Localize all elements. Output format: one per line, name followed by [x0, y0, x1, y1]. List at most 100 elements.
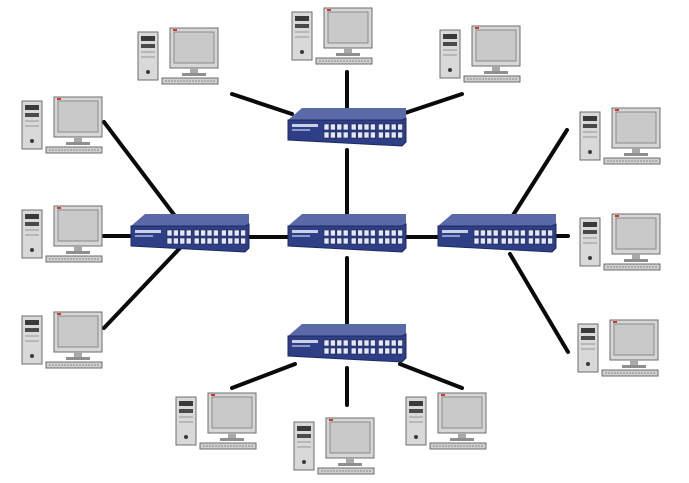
desktop-computer-icon: [579, 107, 661, 165]
power-button: [30, 354, 34, 358]
switch-label-strip: [442, 230, 468, 233]
switch-top-face: [131, 214, 249, 226]
switch-port: [547, 237, 553, 245]
switch-port: [323, 123, 330, 131]
power-button: [414, 435, 418, 439]
tower-vent: [297, 446, 311, 448]
monitor-screen: [475, 29, 517, 62]
switch-port: [363, 339, 370, 347]
switch-port: [390, 123, 397, 131]
switch-port: [507, 229, 513, 237]
tower-vent: [409, 421, 423, 423]
switch-port: [336, 347, 343, 355]
switch-port: [486, 237, 493, 245]
switch-port: [342, 123, 349, 131]
switch-port: [384, 347, 391, 355]
switch-port: [378, 123, 384, 131]
switch-port: [363, 123, 370, 131]
switch-port: [507, 237, 513, 245]
monitor-base: [66, 142, 90, 145]
switch-port: [357, 339, 363, 347]
monitor-screen: [441, 396, 483, 429]
switch-port: [166, 237, 173, 245]
desktop-computer-icon: [291, 7, 373, 65]
monitor-stand: [228, 433, 236, 438]
switch-port: [384, 229, 391, 237]
switch-port: [323, 237, 330, 245]
power-button: [146, 70, 150, 74]
switch-port: [390, 131, 397, 139]
tower-vent: [581, 343, 595, 345]
switch-port: [350, 229, 357, 237]
monitor-screen: [329, 421, 371, 454]
switch-port: [336, 339, 343, 347]
switch-port: [342, 237, 349, 245]
switch-port: [500, 229, 507, 237]
drive-bay: [443, 42, 457, 46]
drive-bay: [179, 401, 193, 406]
switch-port: [397, 347, 403, 355]
switch-port: [221, 229, 227, 237]
switch-port: [336, 229, 343, 237]
drive-bay: [297, 426, 311, 431]
monitor-base: [182, 73, 206, 76]
network-cable: [508, 252, 570, 354]
switch-port: [363, 131, 370, 139]
switch-port: [492, 237, 499, 245]
desktop-computer-icon: [137, 27, 219, 85]
switch-port: [323, 229, 330, 237]
switch-port: [342, 229, 349, 237]
switch-port: [370, 237, 376, 245]
switch-port: [370, 339, 376, 347]
switch-port: [342, 339, 349, 347]
switch-port: [206, 229, 213, 237]
switch-port: [330, 229, 336, 237]
switch-port: [185, 237, 192, 245]
monitor-stand: [74, 246, 82, 251]
switch-port: [384, 237, 391, 245]
switch-port: [213, 229, 219, 237]
switch-port: [378, 347, 384, 355]
switch-port: [534, 229, 541, 237]
tower-vent: [179, 421, 193, 423]
drive-bay: [583, 230, 597, 234]
switch-top-face: [288, 108, 406, 120]
network-cable: [102, 120, 177, 218]
switch-port: [520, 237, 526, 245]
desktop-computer-icon: [21, 96, 103, 154]
switch-port: [390, 339, 397, 347]
switch-port: [513, 237, 520, 245]
switch-top: [287, 108, 407, 147]
monitor-base: [336, 53, 360, 56]
monitor-stand: [74, 352, 82, 357]
switch-port: [480, 237, 486, 245]
switch-port: [390, 347, 397, 355]
monitor-led: [613, 321, 617, 323]
switch-port: [540, 237, 547, 245]
switch-port: [378, 229, 384, 237]
switch-port: [330, 347, 336, 355]
monitor-led: [615, 109, 619, 111]
switch-left: [130, 214, 250, 253]
desktop-computer-icon: [293, 417, 375, 475]
switch-label-strip: [292, 230, 318, 233]
network-cable: [102, 246, 182, 330]
power-button: [448, 68, 452, 72]
switch-port: [473, 237, 480, 245]
switch-label-strip: [135, 235, 153, 237]
monitor-led: [211, 394, 215, 396]
drive-bay: [297, 434, 311, 438]
switch-port: [179, 237, 186, 245]
desktop-computer-icon: [21, 205, 103, 263]
drive-bay: [25, 328, 39, 332]
network-cable: [398, 362, 464, 390]
drive-bay: [583, 222, 597, 227]
monitor-stand: [74, 137, 82, 142]
drive-bay: [583, 124, 597, 128]
tower-vent: [25, 229, 39, 231]
switch-port: [330, 339, 336, 347]
switch-label-strip: [135, 230, 161, 233]
switch-port: [240, 237, 246, 245]
switch-port: [357, 229, 363, 237]
monitor-screen: [613, 323, 655, 356]
